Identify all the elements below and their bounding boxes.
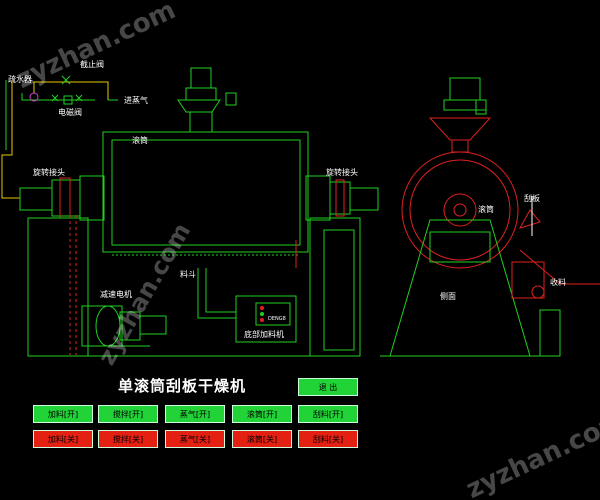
side-drum [401,151,519,269]
label-drum: 滚筒 [132,136,148,145]
drum-body [102,131,309,253]
label-hopper: 料斗 [180,270,196,279]
left-rotary-joint [19,187,53,211]
steam-trap-icon [29,92,39,102]
label-steam-trap: 疏水器 [8,75,32,84]
label-motor: 减速电机 [100,290,132,299]
steam-on-button[interactable]: 蒸气[开] [165,405,225,423]
stir-on-button[interactable]: 搅拌[开] [98,405,158,423]
exit-button[interactable]: 退 出 [298,378,358,396]
label-feeder: 底部加料机 [244,330,284,339]
side-hopper [428,117,492,141]
scraper-blade [518,209,541,229]
label-rotary-joint-left: 旋转接头 [33,168,65,177]
steam-pipe-down [1,80,20,199]
scrape-on-button[interactable]: 刮料[开] [298,405,358,423]
label-rotary-joint-right: 旋转接头 [326,168,358,177]
label-side-view: 侧面 [440,292,456,301]
feed-off-button[interactable]: 加料[关] [33,430,93,448]
right-rotary-joint [305,175,331,221]
drum-off-button[interactable]: 滚筒[关] [232,430,292,448]
feed-on-button[interactable]: 加料[开] [33,405,93,423]
bottom-feeder-box [235,295,297,343]
label-scraper: 刮板 [524,194,540,203]
shutoff-valve-icon [61,75,71,85]
top-motor [190,67,212,89]
label-discharge: 收料 [550,278,566,287]
steam-pipe-upper [33,81,109,100]
drum-on-button[interactable]: 滚筒[开] [232,405,292,423]
steam-pipe-lower [21,93,95,101]
scrape-off-button[interactable]: 刮料[关] [298,430,358,448]
stir-off-button[interactable]: 搅拌[关] [98,430,158,448]
steam-off-button[interactable]: 蒸气[关] [165,430,225,448]
solenoid-valve-icon [63,95,73,105]
side-motor [449,77,481,101]
left-frame [27,217,89,357]
label-solenoid-valve: 电磁阀 [58,108,82,117]
page-title: 单滚筒刮板干燥机 [118,377,247,395]
right-frame [309,217,361,357]
label-inlet-steam: 进蒸气 [124,96,148,105]
label-shutoff-valve: 截止阀 [80,60,104,69]
label-feeder-panel: DENG8 [268,316,286,322]
label-drum-side: 滚筒 [478,205,494,214]
